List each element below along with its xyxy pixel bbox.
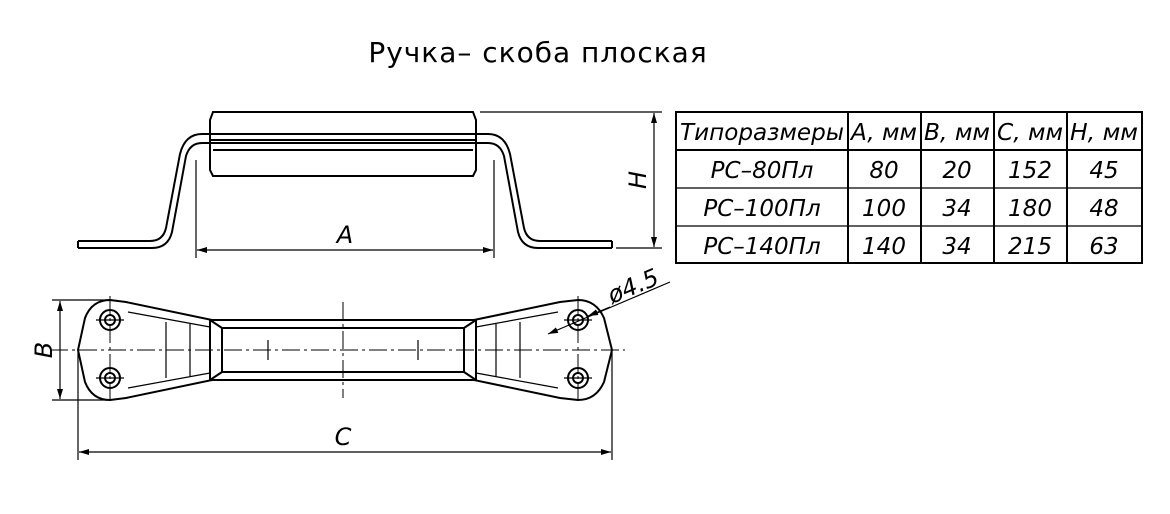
table-cell: 152 xyxy=(1008,158,1052,184)
dimension-label-c: C xyxy=(335,423,352,451)
table-cell: РС–80Пл xyxy=(711,158,814,184)
size-table: Типоразмеры A, мм B, мм C, мм H, мм РС–8… xyxy=(675,111,1143,264)
table-header-c: C, мм xyxy=(997,120,1063,146)
table-cell: 215 xyxy=(1008,234,1052,260)
table-cell: РС–140Пл xyxy=(703,234,821,260)
table-header-a: A, мм xyxy=(849,120,917,146)
table-cell: 48 xyxy=(1089,196,1118,222)
hole-bottom-right xyxy=(564,367,592,389)
strip-outer xyxy=(78,142,612,249)
side-view: A H xyxy=(77,111,662,258)
drawing-title: Ручка– скоба плоская xyxy=(368,36,707,69)
table-cell: 100 xyxy=(862,196,906,222)
grip-block xyxy=(209,111,477,177)
table-header-h: H, мм xyxy=(1070,120,1138,146)
table-cell: 20 xyxy=(942,158,971,184)
hole-diameter-label: ø4.5 xyxy=(602,263,663,310)
dimension-label-b: B xyxy=(30,342,58,358)
plan-view: ø4.5 B C xyxy=(30,263,671,460)
dimension-label-a: A xyxy=(335,221,353,249)
dimension-label-h: H xyxy=(624,171,652,189)
table-header-size: Типоразмеры xyxy=(680,120,844,146)
hole-top-left xyxy=(96,309,124,331)
table-cell: 63 xyxy=(1089,234,1118,260)
strip-inner xyxy=(78,133,612,242)
table-cell: РС–100Пл xyxy=(703,196,821,222)
hole-top-right xyxy=(564,309,592,331)
hole-bottom-left xyxy=(96,367,124,389)
table-cell: 34 xyxy=(942,234,971,260)
table-cell: 140 xyxy=(862,234,906,260)
table-cell: 34 xyxy=(942,196,971,222)
table-header-b: B, мм xyxy=(924,120,990,146)
table-cell: 80 xyxy=(869,158,898,184)
table-cell: 180 xyxy=(1008,196,1052,222)
table-cell: 45 xyxy=(1089,158,1118,184)
